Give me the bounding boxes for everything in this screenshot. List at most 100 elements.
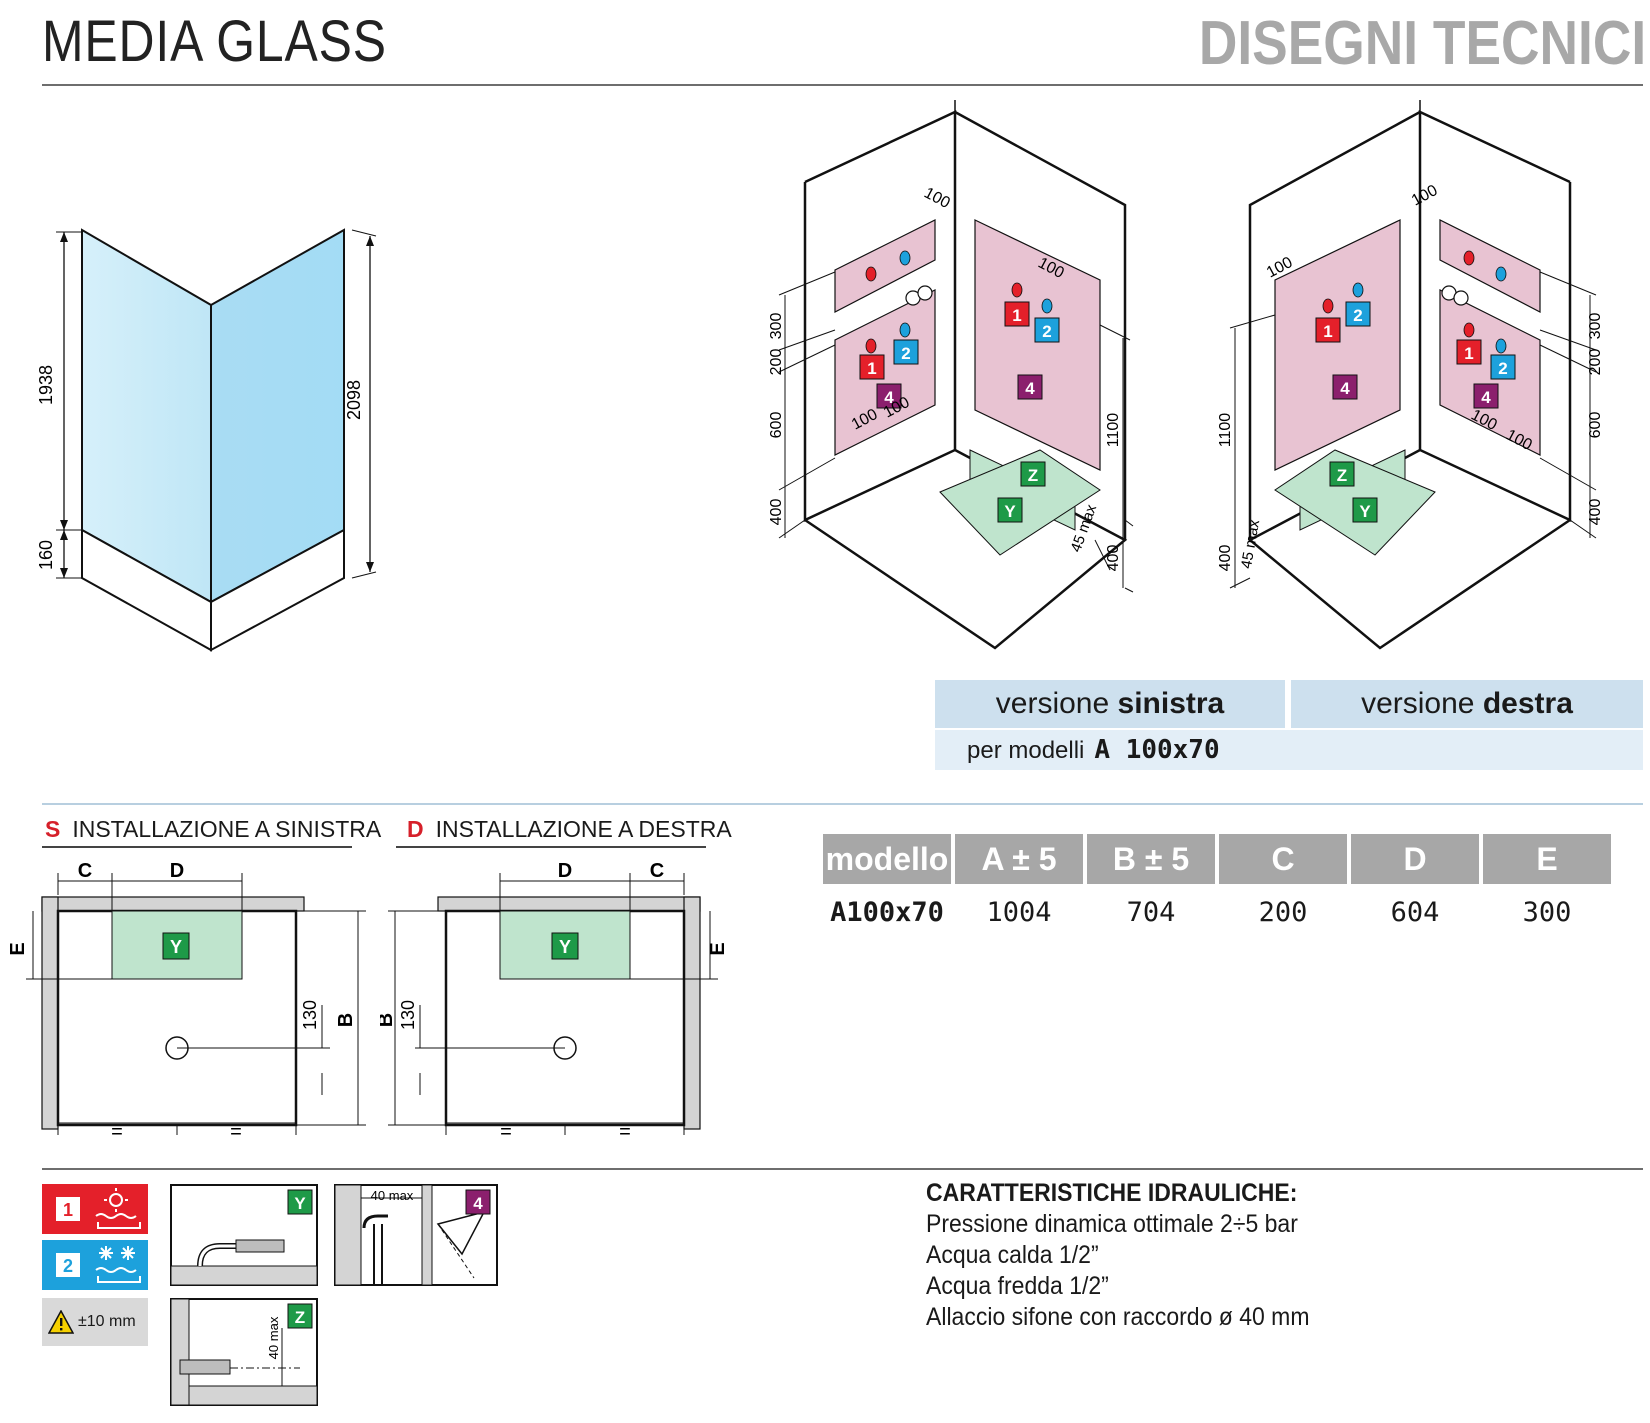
legend-hot-cold: 1 2 [42,1184,148,1290]
svg-text:Y: Y [559,937,571,957]
svg-text:Y: Y [294,1194,306,1213]
svg-text:600: 600 [1587,412,1604,439]
svg-text:200: 200 [768,349,785,376]
spec-table: modello A ± 5 B ± 5 C D E A100x70 1004 7… [819,834,1615,940]
snowflake-water-icon [95,1246,141,1283]
svg-text:400: 400 [1105,545,1122,572]
svg-text:E: E [7,942,29,955]
col-b: B ± 5 [1087,834,1215,884]
cell-c: 200 [1258,896,1308,928]
svg-text:C: C [78,860,92,882]
svg-text:40 max: 40 max [266,1316,281,1359]
svg-text:2: 2 [1498,359,1507,378]
section-title: DISEGNI TECNICI [1198,9,1646,78]
plan-installazione-destra: Y D C E B 130 = = A [380,860,729,1135]
svg-text:600: 600 [768,412,785,439]
svg-text:=: = [619,1121,631,1135]
svg-text:4: 4 [1025,379,1035,398]
svg-text:D: D [558,860,572,882]
svg-text:40 max: 40 max [371,1188,414,1203]
hydraulics-line: Pressione dinamica ottimale 2÷5 bar [926,1210,1298,1238]
svg-text:1: 1 [1323,322,1332,341]
col-d: D [1351,834,1479,884]
svg-text:100: 100 [1409,182,1441,210]
detail-4-drawing: 40 max 4 [334,1184,498,1286]
svg-text:45 max: 45 max [1238,518,1263,570]
svg-text:2: 2 [63,1256,73,1276]
svg-text:=: = [111,1121,123,1135]
hydraulics-line: Allaccio sifone con raccordo ø 40 mm [926,1303,1310,1331]
iso-drawing-sinistra: 1 2 4 1 2 4 Z Y 300 200 600 400 1100 400… [768,100,1134,650]
svg-text:300: 300 [1587,313,1604,340]
svg-text:1: 1 [1464,344,1473,363]
svg-text:B: B [380,1013,397,1027]
plan-installazione-sinistra: Y C D E B 130 = = A [7,860,366,1135]
svg-text:C: C [650,860,664,882]
svg-text:2: 2 [1042,322,1051,341]
svg-text:E: E [707,942,729,955]
tray-right-face [210,528,345,652]
dim-160: 160 [36,540,56,570]
bottom-divider [42,1168,1643,1170]
svg-text:4: 4 [1481,388,1491,407]
svg-text:1: 1 [867,359,876,378]
warning-triangle-icon [48,1310,74,1334]
svg-text:4: 4 [473,1194,483,1213]
header-divider [42,84,1643,86]
hydraulics-block: CARATTERISTICHE IDRAULICHE: Pressione di… [926,1178,1343,1333]
detail-y-drawing: Y [170,1184,318,1286]
svg-text:400: 400 [1587,499,1604,526]
product-title: MEDIA GLASS [42,9,387,74]
dim-2098: 2098 [344,380,364,420]
svg-text:Y: Y [1359,502,1371,521]
svg-text:Z: Z [1337,466,1347,485]
cell-d: 604 [1390,896,1440,928]
svg-text:130: 130 [398,1000,418,1030]
mid-divider [42,803,1643,805]
svg-text:Z: Z [1028,466,1038,485]
hydraulics-line: Acqua fredda 1/2” [926,1272,1109,1300]
svg-text:130: 130 [300,1000,320,1030]
cell-a: 1004 [986,896,1052,928]
dim-1938: 1938 [36,365,56,405]
svg-text:400: 400 [768,499,785,526]
version-right-label: versione destra [1291,680,1643,728]
svg-text:Y: Y [170,937,182,957]
detail-z-drawing: 40 max Z [170,1298,318,1406]
svg-text:Z: Z [295,1308,305,1327]
col-e: E [1483,834,1611,884]
sun-water-icon [95,1188,141,1229]
svg-text:1: 1 [63,1200,73,1220]
hydraulics-line: Acqua calda 1/2” [926,1241,1099,1269]
svg-text:2: 2 [1353,306,1362,325]
svg-text:4: 4 [1340,379,1350,398]
cell-b: 704 [1126,896,1176,928]
svg-text:1100: 1100 [1217,413,1234,448]
hydraulics-title: CARATTERISTICHE IDRAULICHE: [926,1179,1298,1207]
svg-text:4: 4 [884,388,894,407]
tolerance-badge: ±10 mm [42,1298,148,1346]
col-a: A ± 5 [955,834,1083,884]
svg-text:400: 400 [1217,545,1234,572]
svg-text:100: 100 [921,185,953,213]
col-c: C [1219,834,1347,884]
version-left-label: versione sinistra [935,680,1285,728]
col-modello: modello [823,834,951,884]
svg-text:300: 300 [768,313,785,340]
svg-text:2: 2 [901,344,910,363]
svg-text:1100: 1100 [1105,413,1122,448]
svg-text:200: 200 [1587,349,1604,376]
cell-modello: A100x70 [830,896,944,928]
svg-text:D: D [170,860,184,882]
iso-drawing-destra: 1 2 4 1 2 4 Z Y 300 200 600 400 1100 400… [1217,100,1604,650]
svg-text:Y: Y [1004,502,1016,521]
table-row: A100x70 1004 704 200 604 300 [823,884,1611,940]
svg-text:=: = [230,1121,242,1135]
svg-text:B: B [335,1013,357,1027]
svg-text:1: 1 [1012,306,1021,325]
cell-e: 300 [1522,896,1572,928]
spec-table-header: modello A ± 5 B ± 5 C D E [823,834,1611,884]
